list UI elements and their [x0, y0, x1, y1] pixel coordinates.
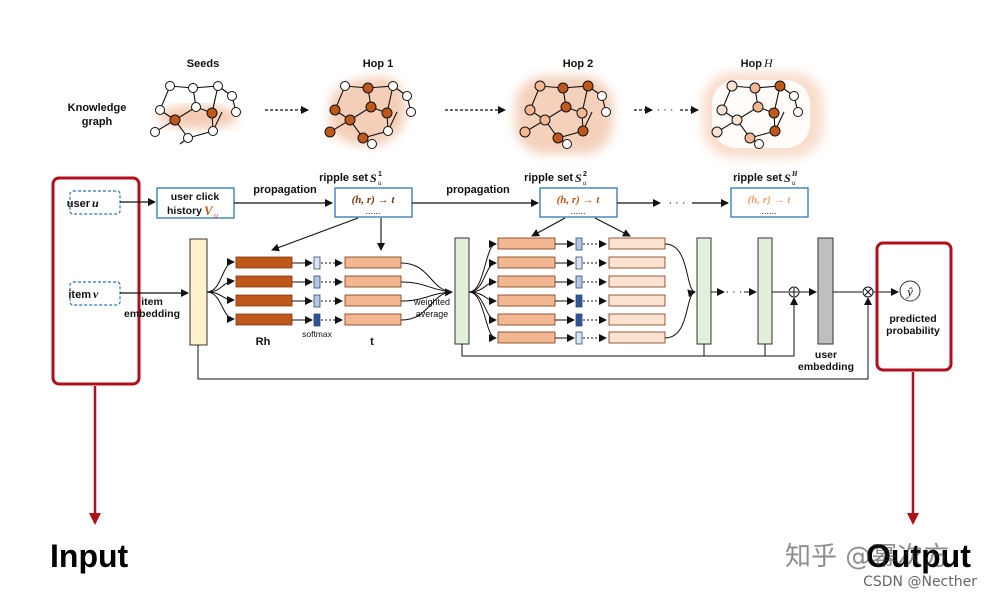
ripple2-dots: ...... [570, 206, 585, 216]
softmax-cells-1 [313, 256, 321, 327]
ripple1-triple: (h, r) → t [352, 194, 396, 206]
click-history-line1: user click [171, 191, 220, 203]
click-history-var: V [204, 203, 214, 218]
user-box-var: u [92, 196, 99, 210]
rh2-to-softmax-arrows [555, 240, 575, 342]
ripple2-S: S [575, 171, 582, 185]
ripple1-sup: 1 [378, 171, 382, 178]
zhihu-watermark: 知乎 @幂次方 [785, 542, 949, 572]
t-blocks-1 [344, 256, 402, 326]
mult-x2 [864, 288, 872, 296]
rh-blocks-2 [497, 237, 556, 344]
ripple1-to-rh [271, 217, 359, 252]
rippleH-box [730, 187, 809, 218]
skip-line-hop1 [461, 297, 798, 357]
propagation-label-1: propagation [253, 184, 317, 196]
hop2-halo [515, 76, 613, 154]
knowledge-graph-row: Knowledge graph Seeds Hop 1 Hop 2 Hop H [68, 56, 824, 158]
softmax-label: softmax [302, 329, 333, 339]
rh-to-softmax-arrows [292, 259, 313, 324]
fan-green-to-rh2 [468, 240, 497, 342]
ripple1-sub: u [378, 179, 382, 187]
hopH-response-vector [757, 237, 773, 345]
t-label: t [370, 336, 374, 348]
item-embedding-line2: embedding [124, 308, 180, 320]
t-blocks-2 [608, 237, 666, 344]
rippleH-title: ripple set [733, 172, 782, 184]
rippleH-sup: H [791, 170, 798, 178]
ripple1-title: ripple set [319, 172, 368, 184]
weighted-avg-line1: weighted [413, 297, 450, 307]
click-history-sub: u [214, 211, 218, 220]
yhat-symbol: ŷ [905, 284, 913, 299]
item-embedding-line1: item [141, 296, 163, 308]
softmax-to-t-arrows [321, 259, 343, 324]
user-embedding-vector [817, 237, 834, 345]
user-box-label: user [67, 198, 91, 210]
kg-label-line2: graph [82, 116, 113, 128]
item-box-var: v [93, 287, 99, 301]
hopH-title-var: H [763, 56, 774, 70]
predicted-line1: predicted [889, 313, 936, 325]
hop2-title: Hop 2 [563, 58, 594, 70]
model-row: item embedding Rh [120, 237, 953, 380]
input-label: Input [50, 538, 129, 574]
ripple2-to-rh [531, 217, 566, 237]
rippleH-triple: (h, r) → t [748, 194, 792, 206]
ripple1-S: S [370, 171, 377, 185]
hopH-title-prefix: Hop [741, 58, 763, 70]
rippleH-S: S [784, 171, 791, 185]
ripple-dots: · · · [668, 197, 685, 209]
kg-edges [154, 85, 799, 145]
merge-to-green-2 [664, 243, 696, 339]
annotations: Input Output 知乎 @幂次方 CSDN @Necther [50, 372, 977, 590]
weighted-avg-line2: average [416, 309, 449, 319]
item-bypass-line [197, 297, 872, 380]
softmax-cells-2 [575, 237, 583, 345]
seeds-title: Seeds [187, 58, 219, 70]
prediction-node [899, 280, 921, 302]
ripple1-dots: ...... [365, 206, 380, 216]
propagation-label-2: propagation [446, 184, 510, 196]
ripple2-triple: (h, r) → t [557, 194, 601, 206]
softmax2-to-t-arrows [583, 240, 607, 342]
item-box-label: item [68, 289, 91, 301]
rh-label: Rh [256, 336, 271, 348]
ripple2-to-t [594, 217, 631, 237]
hopH-nodes [711, 80, 803, 149]
input-frame [51, 176, 141, 386]
hop1-nodes [324, 81, 416, 149]
csdn-watermark: CSDN @Necther [863, 574, 977, 590]
predicted-line2: probability [886, 325, 940, 337]
rh-blocks [235, 256, 293, 326]
click-history-line2: history [167, 205, 202, 217]
hopH-halo-inner [712, 80, 810, 148]
user-embedding-line2: embedding [798, 361, 854, 373]
ripple-row: user u item v user click history V u pro… [51, 170, 809, 386]
hop1-response-vector [454, 237, 470, 345]
merge-to-green-1 [400, 262, 453, 321]
kg-ellipsis: · · · [656, 104, 673, 116]
ripple1-box [334, 187, 413, 218]
ripple2-sub: u [583, 179, 587, 187]
hop1-title: Hop 1 [363, 58, 394, 70]
rippleH-sub: u [792, 179, 796, 187]
output-frame [875, 241, 953, 372]
user-embedding-line1: user [815, 349, 837, 361]
rippleH-dots: ...... [761, 206, 776, 216]
ripple2-title: ripple set [524, 172, 573, 184]
ripple2-box [539, 187, 618, 218]
fan-item-to-rh [206, 258, 235, 323]
hop2-nodes [519, 80, 611, 149]
model-dots: · · · [725, 286, 742, 298]
output-label: Output [866, 538, 971, 574]
hop2-response-vector [696, 237, 712, 345]
item-embedding-vector [189, 238, 208, 346]
ripple2-sup: 2 [583, 171, 587, 178]
kg-label-line1: Knowledge [68, 102, 127, 114]
seeds-nodes [150, 81, 241, 143]
